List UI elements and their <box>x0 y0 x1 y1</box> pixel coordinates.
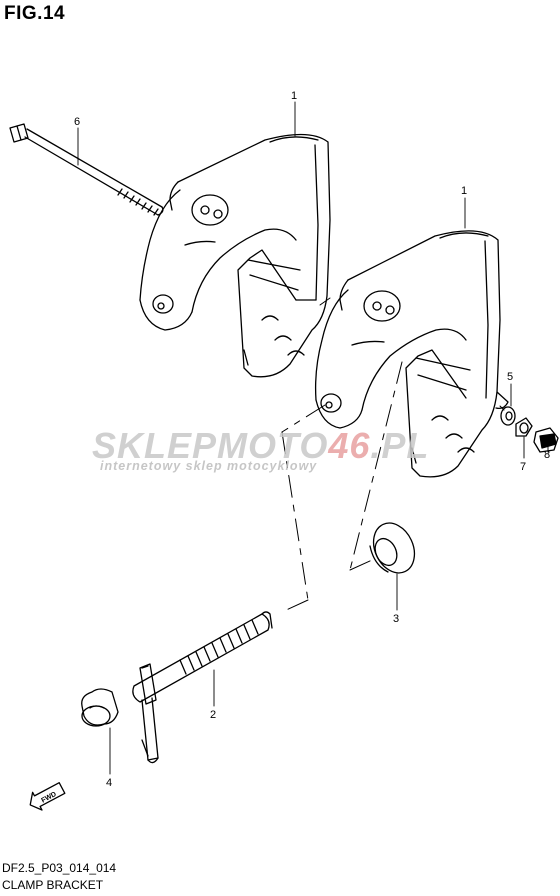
part-label-4: 4 <box>106 777 112 789</box>
part-label-5: 5 <box>507 371 513 383</box>
watermark-brand-right: 46 <box>327 425 370 466</box>
part-label-2: 2 <box>210 709 216 721</box>
part-label-1a: 1 <box>291 90 297 102</box>
rear-bracket-part[interactable] <box>139 133 331 378</box>
svg-text:SKLEPMOTO46.PL: SKLEPMOTO46.PL <box>92 425 429 466</box>
washer-part-7[interactable] <box>515 417 533 437</box>
part-label-3: 3 <box>393 613 399 625</box>
part-label-8: 8 <box>544 449 550 461</box>
clamp-pad-part[interactable] <box>366 516 422 579</box>
watermark: SKLEPMOTO46.PL internetowy sklep motocyk… <box>92 425 429 473</box>
washer-part-5[interactable] <box>500 406 516 426</box>
part-label-1b: 1 <box>461 185 467 197</box>
nut-part[interactable] <box>533 427 559 453</box>
watermark-tagline: internetowy sklep motocyklowy <box>100 459 317 473</box>
bolt-part[interactable] <box>9 123 164 216</box>
drawing-name: CLAMP BRACKET <box>2 878 104 892</box>
figure-title: FIG.14 <box>4 3 66 24</box>
drawing-code: DF2.5_P03_014_014 <box>2 861 117 875</box>
watermark-brand-left: SKLEPMOTO <box>92 425 328 466</box>
part-label-7: 7 <box>520 461 526 473</box>
front-bracket-part[interactable] <box>314 230 509 478</box>
clamp-screw-part[interactable] <box>132 611 273 764</box>
screw-cap-part[interactable] <box>81 688 119 727</box>
fwd-direction-tag <box>29 782 66 811</box>
part-label-6: 6 <box>74 116 80 128</box>
watermark-suffix: .PL <box>370 425 429 466</box>
